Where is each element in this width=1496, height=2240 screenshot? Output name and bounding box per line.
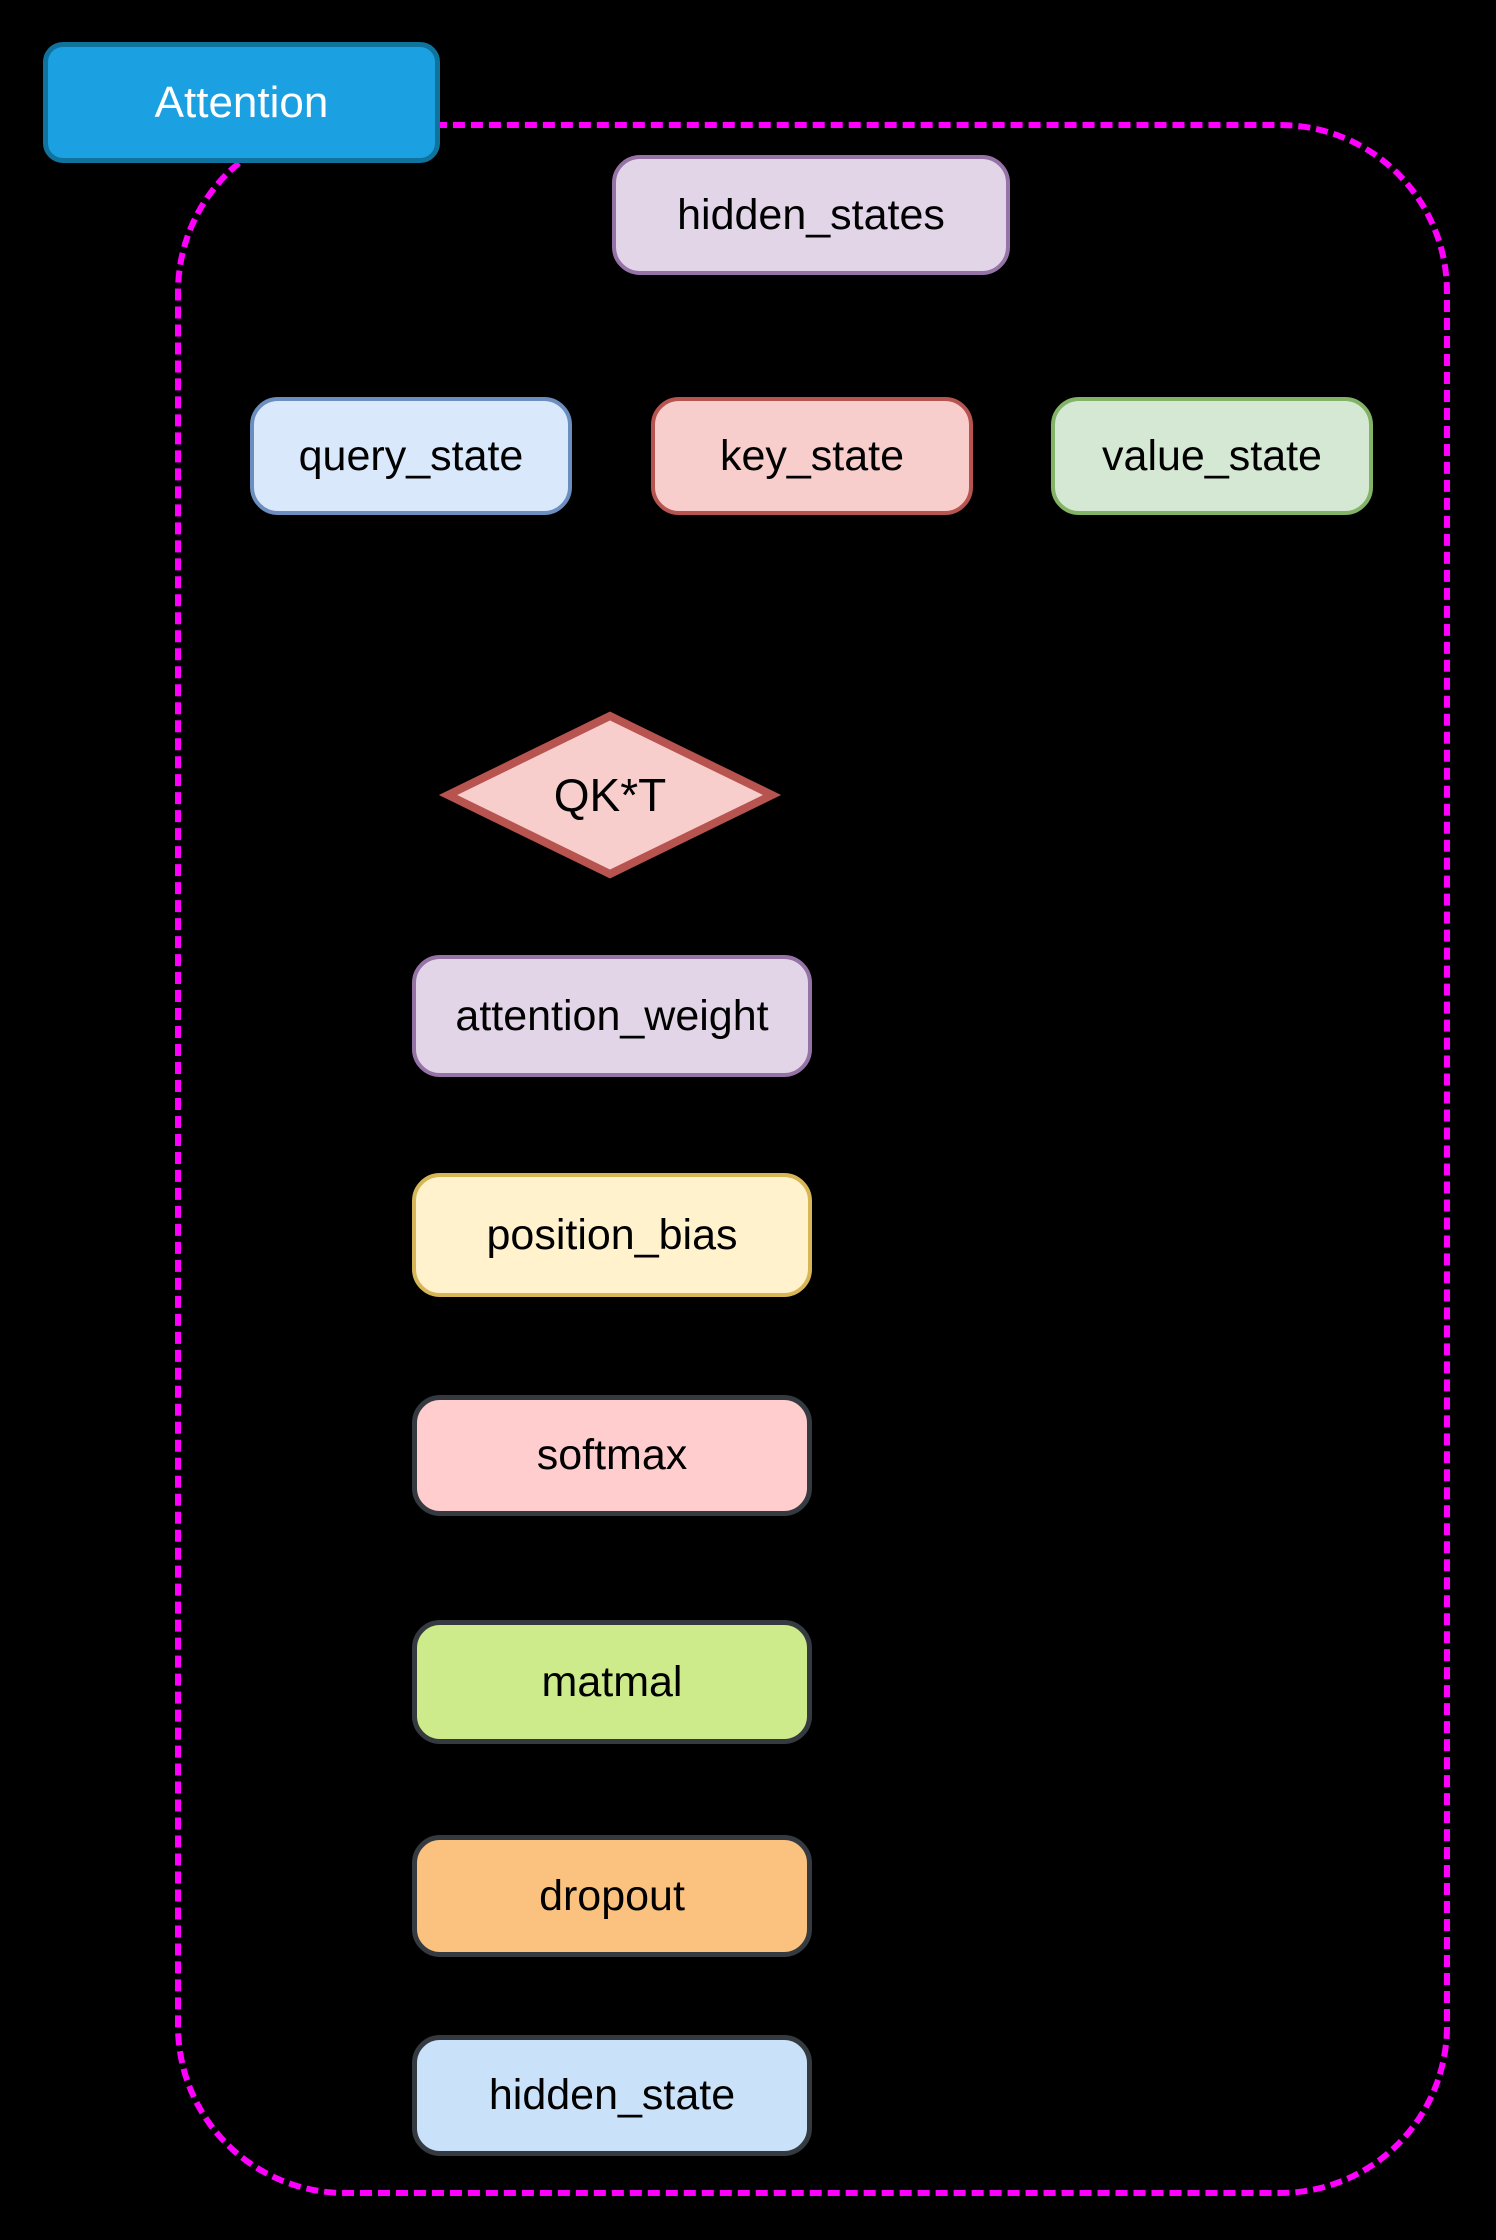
attention-tab-label: Attention	[43, 42, 440, 163]
node-key-state: key_state	[651, 397, 973, 515]
node-query-state: query_state	[250, 397, 572, 515]
node-matmal: matmal	[412, 1620, 812, 1744]
node-hidden-states: hidden_states	[612, 155, 1010, 275]
attention-group-container	[175, 122, 1450, 2196]
node-qkt-diamond: QK*T	[438, 711, 782, 879]
node-softmax: softmax	[412, 1395, 812, 1516]
node-value-state: value_state	[1051, 397, 1373, 515]
qkt-diamond-shape	[438, 711, 782, 879]
node-position-bias: position_bias	[412, 1173, 812, 1297]
node-dropout: dropout	[412, 1835, 812, 1957]
qkt-diamond-label: QK*T	[554, 769, 666, 821]
node-attention-weight: attention_weight	[412, 955, 812, 1077]
node-hidden-state: hidden_state	[412, 2035, 812, 2156]
